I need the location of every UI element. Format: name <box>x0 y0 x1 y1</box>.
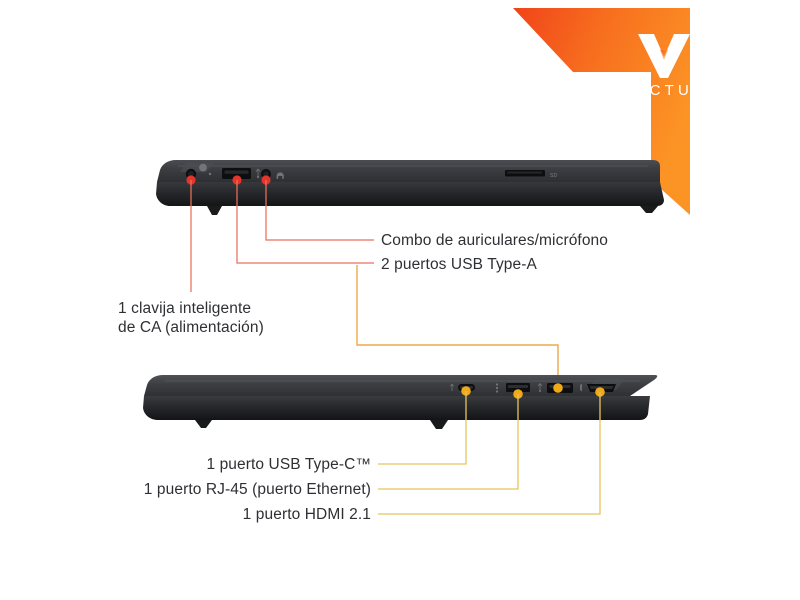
victus-badge-shape <box>513 8 690 215</box>
laptop-top-foot <box>207 206 222 215</box>
usb-icon-top <box>255 168 261 179</box>
lower-callout-lines <box>378 391 601 515</box>
laptop-bottom <box>143 375 658 429</box>
callout-label-usb-c: 1 puerto USB Type-C™ <box>206 456 371 473</box>
callout-label-hdmi: 1 puerto HDMI 2.1 <box>243 506 371 523</box>
hdmi-icon <box>580 383 582 392</box>
sd-slot-chassis-mark: SD <box>550 173 558 179</box>
victus-chevron-icon <box>638 34 690 78</box>
usb-icon-bottom <box>537 383 543 392</box>
callout-line-usb-a-bridge <box>356 265 559 383</box>
laptop-top-ports: SD <box>185 163 558 180</box>
laptop-bottom-foot <box>430 420 448 429</box>
callout-line-usb-a-top <box>236 180 374 264</box>
callout-label-usb-a-top: 2 puertos USB Type-A <box>381 256 537 273</box>
laptop-top-base <box>156 182 664 206</box>
ethernet-icon <box>495 383 499 393</box>
callout-dot-usb-a-bottom[interactable] <box>553 383 563 393</box>
laptop-bottom-base <box>143 396 650 420</box>
victus-wordmark: VICTUS <box>627 82 707 99</box>
callout-label-ac-jack-line1: 1 clavija inteligente <box>118 300 251 317</box>
callout-line-headphone <box>265 180 374 241</box>
victus-badge: VICTUS <box>513 8 707 215</box>
callout-label-rj45: 1 puerto RJ-45 (puerto Ethernet) <box>144 481 371 498</box>
callout-line-hdmi <box>378 392 601 515</box>
callout-line-usb-c <box>378 391 467 465</box>
upper-callout-lines <box>190 180 374 292</box>
bridge-callout-usb-a <box>356 265 559 383</box>
callout-label-ac-jack-line2: de CA (alimentación) <box>118 319 264 336</box>
laptop-top: SD <box>156 160 664 215</box>
callout-line-rj45 <box>378 394 519 490</box>
callout-label-headphone: Combo de auriculares/micrófono <box>381 232 608 249</box>
